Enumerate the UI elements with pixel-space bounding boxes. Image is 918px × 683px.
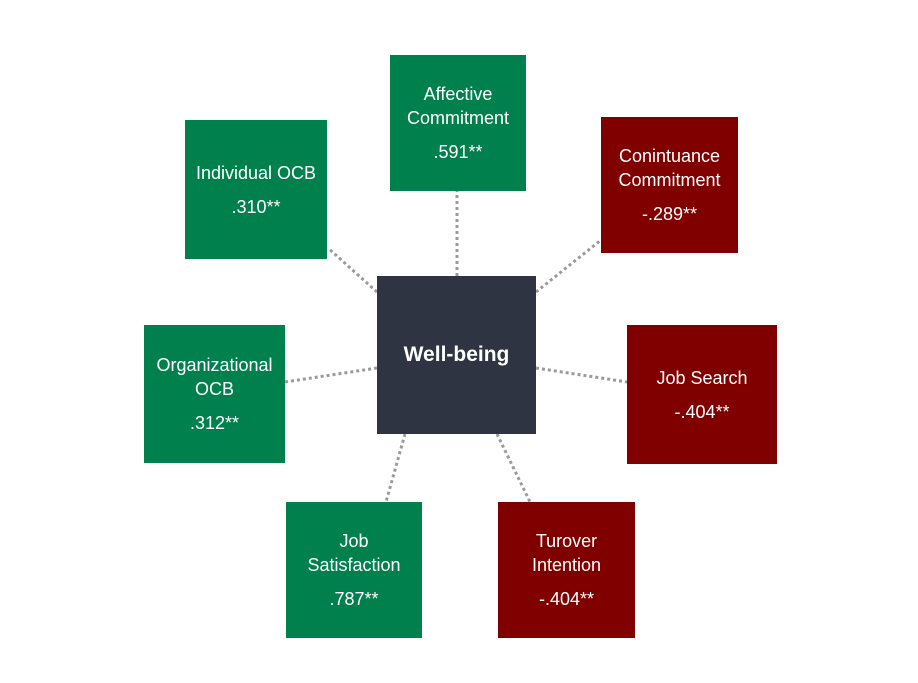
job-search-node: Job Search -.404**	[627, 325, 777, 464]
conintuance-commitment-value: -.289**	[641, 204, 698, 224]
connector-job-satisfaction	[384, 433, 407, 503]
organizational-ocb-label-line-1: Organizational	[156, 355, 273, 375]
turover-intention-label-line-1: Turover	[535, 531, 598, 551]
organizational-ocb-node: Organizational OCB .312**	[144, 325, 285, 463]
affective-commitment-value: .591**	[433, 142, 483, 162]
job-satisfaction-node: Job Satisfaction .787**	[286, 502, 422, 638]
connector-individual-ocb	[326, 246, 379, 294]
well-being-node: Well-being	[377, 276, 536, 434]
conintuance-commitment-label-line-2: Commitment	[618, 170, 721, 190]
turover-intention-value: -.404**	[538, 589, 595, 609]
job-satisfaction-value: .787**	[329, 589, 379, 609]
job-search-value: -.404**	[674, 401, 730, 422]
affective-commitment-node: Affective Commitment .591**	[390, 55, 526, 191]
job-satisfaction-label-line-1: Job	[339, 531, 369, 551]
affective-commitment-label-line-1: Affective	[423, 84, 493, 104]
conintuance-commitment-node: Conintuance Commitment -.289**	[601, 117, 738, 253]
individual-ocb-value: .310**	[231, 196, 281, 217]
conintuance-commitment-label-line-1: Conintuance	[618, 146, 721, 166]
connector-turover-intention	[495, 433, 532, 503]
turover-intention-node: Turover Intention -.404**	[498, 502, 635, 638]
individual-ocb-label-line-1: Individual OCB	[195, 162, 317, 183]
organizational-ocb-value: .312**	[189, 413, 240, 433]
affective-commitment-label-line-2: Commitment	[406, 108, 509, 128]
well-being-label: Well-being	[403, 343, 510, 366]
connector-job-search	[535, 366, 628, 384]
individual-ocb-node: Individual OCB .310**	[185, 120, 327, 259]
job-satisfaction-label-line-2: Satisfaction	[307, 555, 401, 575]
organizational-ocb-label-line-2: OCB	[194, 379, 234, 399]
connector-conintuance-commitment	[535, 238, 602, 294]
turover-intention-label-line-2: Intention	[531, 555, 602, 575]
connector-organizational-ocb	[284, 366, 378, 384]
job-search-label-line-1: Job Search	[656, 367, 748, 388]
